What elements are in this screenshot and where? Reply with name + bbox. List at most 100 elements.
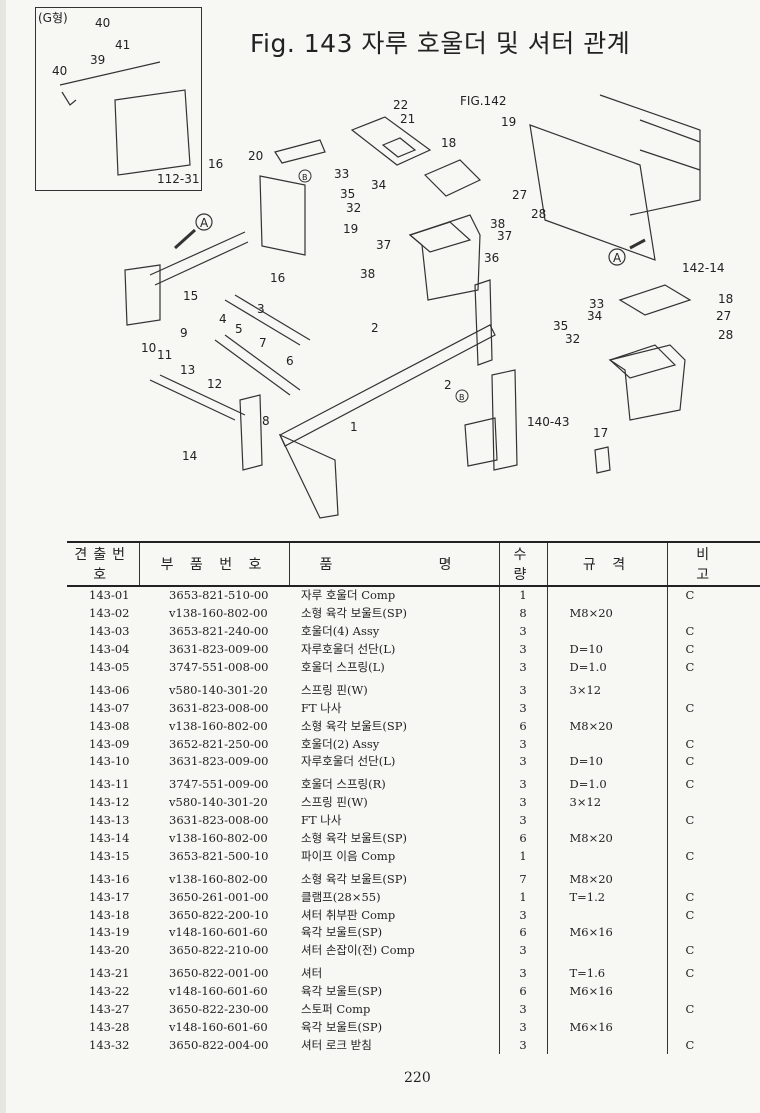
- callout-35b: 35: [553, 319, 568, 333]
- shutter-handle-20: [274, 139, 326, 164]
- callout-40b: 40: [52, 64, 67, 78]
- support-leg: [278, 433, 339, 519]
- callout-marker-a1: A: [200, 216, 209, 230]
- bracket-left: [259, 175, 306, 256]
- callout-39: 39: [90, 53, 105, 67]
- cell-ref-no: 143-05: [89, 660, 130, 674]
- cell-spec: D=1.0: [547, 658, 668, 677]
- cell-remark: C: [685, 642, 695, 657]
- cell-remark: [667, 676, 760, 699]
- callout-2b: 2: [444, 378, 452, 392]
- cell-spec: T=1.2: [547, 888, 668, 907]
- shutter-plate-21: [350, 116, 432, 166]
- callout-19b: 19: [343, 222, 358, 236]
- cell-name: 호울더 스프링(L): [301, 660, 385, 674]
- cell-remark: C: [685, 588, 695, 603]
- cell-remark: C: [685, 624, 695, 639]
- cell-name: 소형 육각 보울트(SP): [301, 606, 407, 621]
- cell-name: 육각 보울트(SP): [301, 925, 383, 940]
- header-remark: 비 고: [667, 541, 760, 587]
- cell-ref-no: 143-16: [89, 871, 130, 886]
- cell-qty: 6: [498, 717, 548, 736]
- bracket-2: [464, 417, 498, 467]
- cell-qty: 6: [498, 982, 548, 1001]
- header-qty: 수 량: [499, 541, 548, 587]
- cell-spec: [547, 1036, 668, 1055]
- cell-ref-no: 143-18: [89, 907, 130, 922]
- cell-remark: C: [685, 1037, 695, 1052]
- pipe-140-43: [491, 369, 518, 471]
- callout-9: 9: [180, 326, 188, 340]
- cell-name: 스프링 핀(W): [301, 795, 368, 810]
- cell-part-no: v138-160-802-00: [169, 606, 268, 621]
- cell-spec: M8×20: [547, 717, 668, 736]
- cell-qty: 3: [498, 1000, 548, 1019]
- clamp-17: [594, 446, 611, 474]
- callout-32a: 32: [346, 201, 361, 215]
- scan-edge: [0, 0, 6, 1113]
- cell-remark: C: [685, 966, 695, 981]
- callout-18a: 18: [441, 136, 456, 150]
- cell-spec: 3×12: [547, 793, 668, 812]
- cell-qty: 3: [498, 699, 548, 718]
- cell-part-no: v138-160-802-00: [169, 718, 268, 733]
- header-spec: 규 격: [547, 541, 668, 587]
- cell-ref-no: 143-22: [89, 984, 130, 999]
- cell-part-no: 3653-821-500-10: [169, 848, 269, 863]
- cell-qty: 1: [498, 847, 548, 866]
- hopper-top-right: [608, 344, 677, 379]
- cell-spec: [547, 699, 668, 718]
- cell-ref-no: 143-02: [89, 606, 130, 621]
- cell-spec: [547, 1000, 668, 1019]
- cell-ref-no: 143-12: [89, 795, 130, 810]
- cell-remark: C: [685, 777, 695, 792]
- cell-part-no: v148-160-601-60: [169, 984, 268, 999]
- cell-spec: M8×20: [547, 865, 668, 889]
- callout-6: 6: [286, 354, 294, 368]
- callout-19a: 19: [501, 115, 516, 129]
- cell-part-no: v580-140-301-20: [169, 682, 268, 697]
- cell-name: 파이프 이음 Comp: [301, 848, 396, 863]
- figure-title: Fig. 143 자루 호울더 및 셔터 관계: [250, 29, 631, 58]
- cell-remark: C: [685, 700, 695, 715]
- cell-qty: 3: [498, 811, 548, 830]
- cell-ref-no: 143-28: [89, 1019, 130, 1034]
- callout-16a: 16: [208, 157, 223, 171]
- callout-38b: 38: [360, 267, 375, 281]
- cell-remark: C: [685, 736, 695, 751]
- cell-part-no: v580-140-301-20: [169, 795, 268, 810]
- cell-ref-no: 143-14: [89, 831, 130, 846]
- cell-part-no: v138-160-802-00: [169, 871, 268, 886]
- callout-34b: 34: [587, 309, 602, 323]
- cell-spec: M6×16: [547, 924, 668, 942]
- callout-5: 5: [235, 322, 243, 336]
- cell-ref-no: 143-17: [89, 889, 130, 904]
- cell-ref-no: 143-13: [89, 813, 130, 828]
- header-name: 품 명: [289, 541, 500, 587]
- cell-remark: C: [685, 660, 695, 674]
- callout-22: 22: [393, 98, 408, 112]
- page-number: 220: [404, 1070, 431, 1086]
- callout-41: 41: [115, 38, 130, 52]
- right-cover: [599, 94, 701, 216]
- cell-qty: 1: [498, 888, 548, 907]
- cell-part-no: 3747-551-009-00: [169, 777, 269, 792]
- cell-qty: 3: [498, 906, 548, 925]
- callout-3: 3: [257, 302, 265, 316]
- cell-remark: C: [685, 848, 695, 863]
- callout-36: 36: [484, 251, 499, 265]
- cell-ref-no: 143-07: [89, 700, 130, 715]
- cell-part-no: 3650-261-001-00: [169, 889, 269, 904]
- cell-name: 육각 보울트(SP): [301, 1019, 383, 1034]
- cell-qty: 3: [498, 1036, 548, 1055]
- cell-remark: C: [685, 943, 695, 958]
- cell-spec: [547, 735, 668, 754]
- marker-a-left: [173, 213, 213, 250]
- callout-142-14: 142-14: [682, 261, 725, 275]
- header-name-a: 품: [319, 557, 339, 573]
- cell-ref-no: 143-04: [89, 642, 130, 657]
